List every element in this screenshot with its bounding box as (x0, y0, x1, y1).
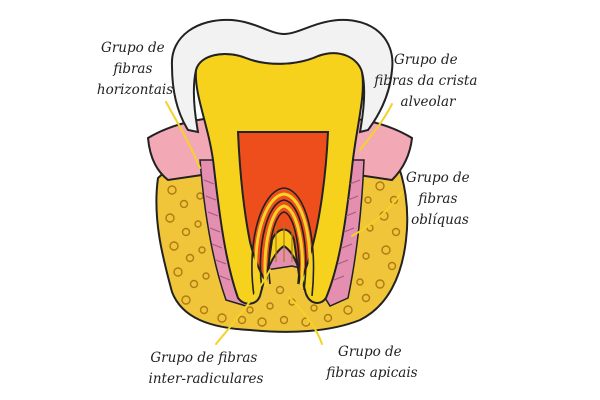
label-apicais: Grupo de fibras apicais (325, 344, 417, 381)
label-horizontais: Grupo de fibras horizontais (97, 40, 173, 98)
label-obliquas: Grupo de fibras oblíquas (406, 170, 474, 228)
label-interradiculares: Grupo de fibras inter-radiculares (149, 350, 264, 387)
